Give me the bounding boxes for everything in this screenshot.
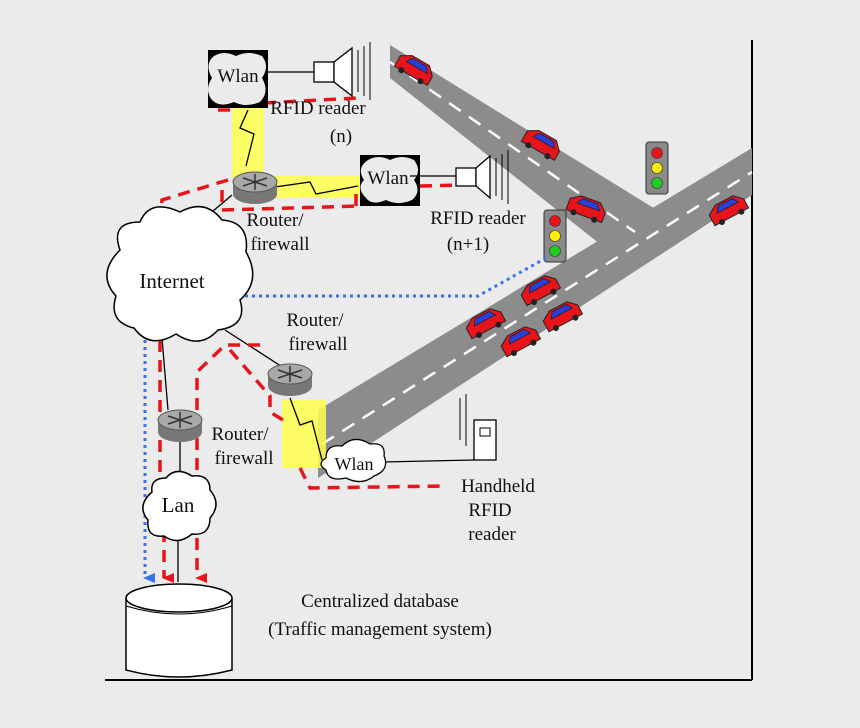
handheld-label-line1: Handheld [461, 476, 535, 497]
lan-cloud: Lan [142, 470, 217, 542]
router-label: Router/ [247, 210, 305, 231]
rfid-reader-n1 [455, 150, 509, 204]
antenna-icon [475, 154, 491, 200]
router-label: Router/ [212, 424, 270, 445]
wireless-glow [232, 108, 264, 178]
lan-label: Lan [162, 493, 195, 517]
wlan-label: Wlan [217, 66, 259, 87]
traffic-light-icon [645, 141, 669, 195]
firewall-label: firewall [288, 334, 347, 355]
lightning-icon [267, 181, 359, 195]
router-icon [232, 171, 278, 205]
rfid-reader-n1-index: (n+1) [447, 234, 489, 255]
router-icon [157, 409, 203, 443]
internet-label: Internet [139, 269, 204, 293]
internet-cloud: Internet [106, 205, 254, 342]
handheld-label-line2: RFID [468, 500, 511, 521]
traffic-light-icon [543, 209, 567, 263]
lightning-icon [289, 397, 323, 461]
database-icon [125, 583, 233, 678]
router-icon [267, 363, 313, 397]
wlan-node-n: Wlan [208, 50, 268, 108]
road-wlan-cloud: Wlan [320, 438, 387, 483]
rfid-reader-n-label: RFID reader [270, 98, 366, 119]
text-labels: RFID reader (n) RFID reader (n+1) Router… [212, 98, 536, 640]
handheld-device-icon [473, 419, 497, 461]
database-title: Centralized database [301, 591, 459, 612]
rfid-reader-n1-label: RFID reader [430, 208, 526, 229]
main-road [318, 148, 752, 478]
firewall-label: firewall [250, 234, 309, 255]
roads [318, 45, 753, 478]
wlan-label: Wlan [367, 168, 409, 189]
router-label: Router/ [287, 310, 345, 331]
blue-data-flow [143, 256, 547, 583]
main-road-marking [321, 170, 753, 446]
handheld-rfid-reader [459, 394, 497, 461]
antenna-icon [333, 46, 353, 98]
handheld-label-line3: reader [468, 524, 516, 545]
firewall-label: firewall [214, 448, 273, 469]
rfid-reader-n-index: (n) [330, 126, 352, 147]
wireless-glow [282, 400, 326, 468]
lightning-icon [239, 109, 255, 167]
wlan-label: Wlan [335, 454, 374, 474]
rfid-reader-n [313, 42, 371, 100]
wlan-node-n1: Wlan [360, 155, 420, 206]
wireless-links [232, 108, 360, 468]
database-subtitle: (Traffic management system) [268, 619, 492, 640]
red-data-flows [158, 96, 461, 583]
